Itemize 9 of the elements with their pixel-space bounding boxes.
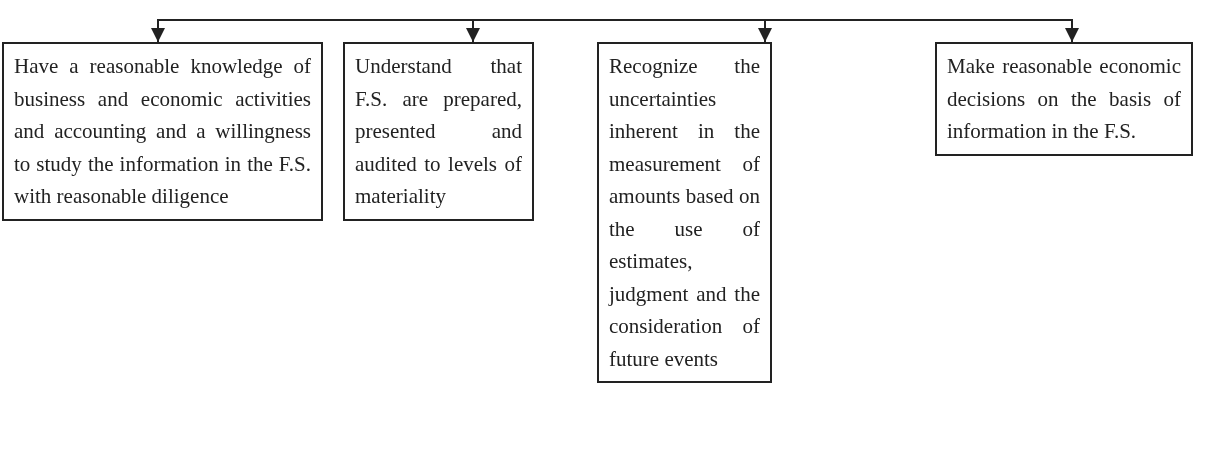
text-box: Understand that F.S. are prepared, presented and audited to levels of materiality (343, 42, 534, 221)
text-box: Recognize the uncertainties inherent in the measurement of amounts based on the use of estimates, judgment and the consideration of future events (597, 42, 772, 383)
arrow (151, 19, 165, 43)
arrow (758, 19, 772, 43)
text-box: Make reasonable economic decisions on the basis of information in the F.S. (935, 42, 1193, 156)
text-box: Have a reasonable knowledge of business and economic activities and accounting and a willingness to study the information in the F.S. with reasonable diligence (2, 42, 323, 221)
connector-line (156, 19, 1074, 21)
arrow (466, 19, 480, 43)
arrow (1065, 19, 1079, 43)
